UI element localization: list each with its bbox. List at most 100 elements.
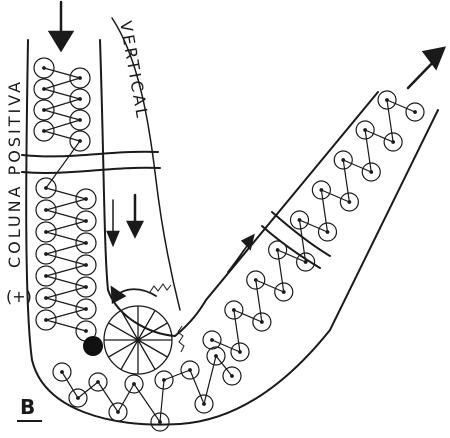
particle-link <box>159 379 165 423</box>
particle-link <box>43 77 81 90</box>
particle-link <box>255 279 263 323</box>
particle-circle <box>268 240 288 260</box>
particle-circle <box>224 300 244 320</box>
vertical-guide-line <box>111 17 181 311</box>
black-ball <box>83 336 103 356</box>
particle-link <box>364 129 394 143</box>
particle-link <box>343 159 372 173</box>
particle-circle <box>33 99 55 121</box>
wheel-spoke <box>108 339 139 358</box>
particle-circle <box>75 232 97 254</box>
wheel-spoke <box>137 339 156 370</box>
particle-link <box>277 249 285 293</box>
particle-circle <box>383 132 403 152</box>
particle-circle <box>35 199 57 221</box>
particle-link <box>45 308 87 321</box>
particle-link <box>97 381 119 413</box>
particle-link <box>45 275 87 288</box>
particle-circle <box>333 150 353 170</box>
particle-link <box>233 309 241 353</box>
particle-link <box>43 119 81 132</box>
particle-circle <box>405 102 425 122</box>
particle-circle <box>355 120 375 140</box>
particle-link <box>215 355 233 377</box>
particle-link <box>203 355 217 405</box>
particle-circle <box>35 265 57 287</box>
particle-link <box>43 98 81 111</box>
particle-circle <box>35 287 57 309</box>
particle-link <box>45 187 87 200</box>
positive-column-label: COLUNA POSITIVA <box>5 79 24 268</box>
particle-circle <box>88 372 108 392</box>
particle-link <box>386 99 394 143</box>
particle-circle <box>33 78 55 100</box>
particle-circle <box>289 210 310 230</box>
particle-link <box>45 198 87 211</box>
particle-link <box>45 286 87 299</box>
particle-link <box>45 297 87 310</box>
small-up-right-arrow <box>227 241 251 273</box>
particle-circle <box>75 210 97 232</box>
particle-circle <box>124 374 144 394</box>
particle-link <box>255 279 284 293</box>
vertical-label: VERTICAL <box>116 19 152 121</box>
particle-link <box>189 369 205 405</box>
sign-label: (+) <box>6 287 32 306</box>
particle-circle <box>311 180 331 200</box>
particle-link <box>77 381 99 399</box>
particle-link <box>321 189 350 203</box>
particle-circle <box>35 221 57 243</box>
particle-circle <box>69 67 91 89</box>
particle-circle <box>252 312 272 332</box>
particle-link <box>45 209 87 222</box>
particle-link <box>45 319 87 332</box>
particle-circle <box>33 120 55 142</box>
particle-link <box>364 129 372 173</box>
wheel-spoke <box>137 322 168 341</box>
particle-circle <box>202 330 222 350</box>
particle-link <box>163 369 191 381</box>
particle-circle <box>274 282 294 302</box>
particle-circle <box>377 90 397 110</box>
particle-circle <box>35 243 57 265</box>
particle-circle <box>361 162 381 182</box>
spoked-wheel <box>103 305 173 375</box>
right-arm <box>202 90 425 362</box>
thin-down-arrow-head <box>106 230 120 248</box>
particle-link <box>45 264 87 277</box>
particle-link <box>299 219 328 233</box>
wheel-spoke <box>120 310 139 341</box>
particle-link <box>45 220 87 233</box>
particle-circle <box>75 254 97 276</box>
wheel-spoke <box>137 310 156 341</box>
particle-link <box>211 339 241 353</box>
particle-link <box>45 253 87 266</box>
top-band <box>21 150 161 174</box>
wheel-spoke <box>108 322 139 341</box>
particle-circle <box>150 412 170 432</box>
particle-circle <box>246 270 266 290</box>
particle-link <box>386 99 416 113</box>
particle-circle <box>35 309 57 331</box>
particle-link <box>45 140 81 189</box>
particle-link <box>298 219 307 263</box>
particle-circle <box>33 57 55 79</box>
particle-circle <box>222 366 242 386</box>
particle-circle <box>69 88 91 110</box>
particle-link <box>43 88 81 100</box>
particle-circle <box>75 188 97 210</box>
pipe-outer-wall <box>25 39 439 426</box>
particle-circle <box>69 130 91 152</box>
particle-link <box>342 159 350 203</box>
wheel-spoke <box>137 339 168 358</box>
particle-circle <box>68 388 88 408</box>
middle-down-arrow-head <box>125 220 145 239</box>
particle-circle <box>230 342 250 362</box>
tear-marks <box>149 283 185 353</box>
arrows <box>47 0 447 305</box>
curved-arrow-head <box>110 285 127 305</box>
particle-circle <box>296 252 316 272</box>
particle-link <box>277 249 306 263</box>
particle-link <box>43 130 81 142</box>
